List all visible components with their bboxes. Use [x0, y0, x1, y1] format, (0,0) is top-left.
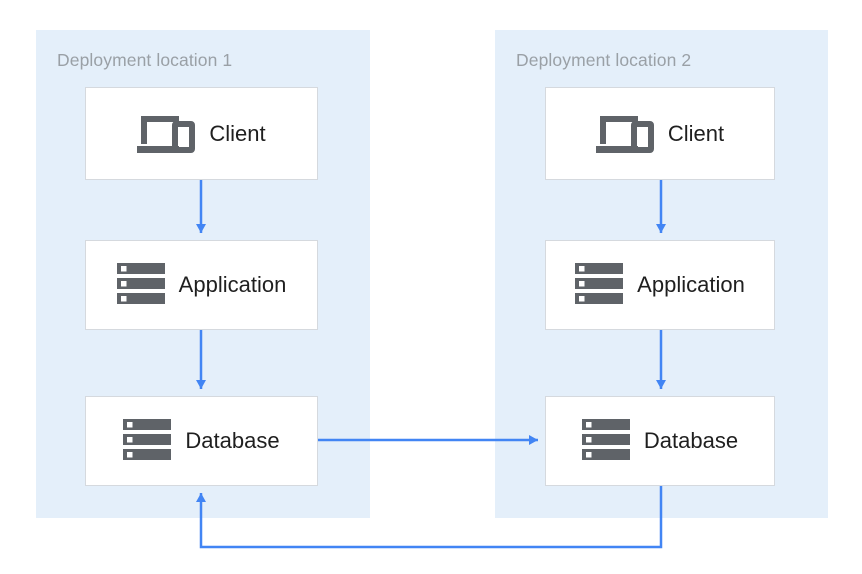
- node-application-1[interactable]: Application: [85, 240, 318, 330]
- server-icon: [581, 419, 630, 460]
- devices-icon: [137, 115, 196, 153]
- node-application-2[interactable]: Application: [545, 240, 775, 330]
- deployment-zone-label-2: Deployment location 2: [516, 50, 692, 70]
- node-label-database-2: Database: [643, 428, 739, 453]
- node-client-1[interactable]: Client: [85, 87, 318, 180]
- node-label-client-2: Client: [667, 120, 725, 146]
- node-content: Client: [595, 110, 725, 158]
- server-icon: [123, 419, 172, 460]
- server-icon: [575, 263, 624, 304]
- node-database-1[interactable]: Database: [85, 396, 318, 486]
- node-client-2[interactable]: Client: [545, 87, 775, 180]
- node-content: Application: [116, 263, 287, 307]
- node-content: Application: [575, 263, 745, 307]
- deployment-zone-label-1: Deployment location 1: [57, 50, 233, 70]
- node-label-client-1: Client: [209, 120, 266, 146]
- node-database-2[interactable]: Database: [545, 396, 775, 486]
- node-label-application-1: Application: [178, 272, 287, 297]
- server-icon: [116, 263, 165, 304]
- node-content: Client: [137, 110, 266, 158]
- node-content: Database: [581, 419, 739, 463]
- node-label-application-2: Application: [637, 272, 745, 297]
- devices-icon: [595, 115, 654, 153]
- node-content: Database: [123, 419, 280, 463]
- node-label-database-1: Database: [185, 428, 280, 453]
